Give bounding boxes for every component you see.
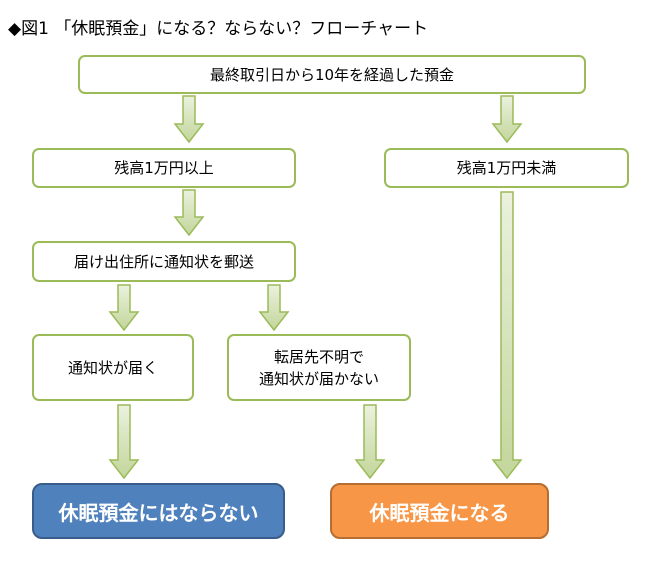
node-balance-under: 残高1万円未満 — [384, 148, 629, 188]
arrow-fails-to-dormant — [354, 404, 386, 480]
arrow-notice-to-fails — [258, 284, 290, 332]
node-notice-fails: 転居先不明で 通知状が届かない — [227, 334, 411, 401]
arrow-start-to-under — [491, 95, 523, 144]
arrow-start-to-over — [173, 95, 205, 144]
node-balance-over: 残高1万円以上 — [32, 148, 296, 188]
arrow-notice-to-arrives — [108, 284, 140, 332]
node-notice-arrives: 通知状が届く — [32, 334, 194, 401]
arrow-under-to-dormant — [491, 191, 523, 480]
result-dormant: 休眠預金になる — [330, 483, 549, 539]
figure-title: ◆図1 「休眠預金」になる？ならない？フローチャート — [8, 19, 429, 39]
arrow-arrives-to-not-dormant — [108, 404, 140, 480]
result-not-dormant: 休眠預金にはならない — [32, 483, 285, 539]
arrow-over-to-notice — [173, 189, 205, 237]
node-start: 最終取引日から10年を経過した預金 — [78, 55, 586, 94]
node-notice-sent: 届け出住所に通知状を郵送 — [32, 241, 296, 282]
